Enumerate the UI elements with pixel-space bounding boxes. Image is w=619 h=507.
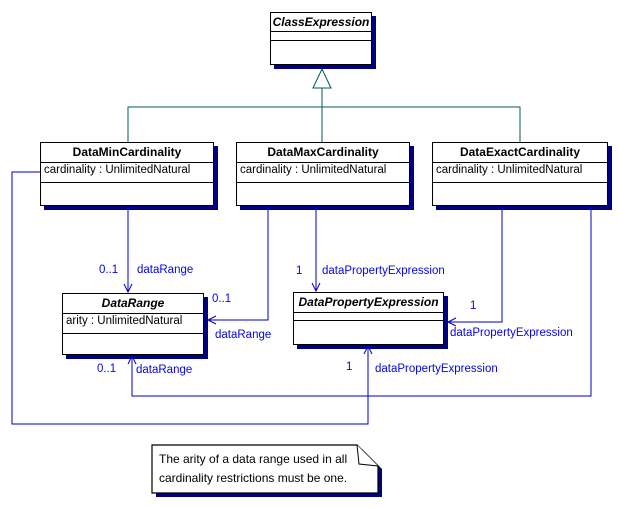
note-text-line: The arity of a data range used in all	[159, 452, 348, 466]
role-label: dataPropertyExpression	[322, 265, 445, 277]
open-arrowhead-icon	[311, 282, 321, 293]
multiplicity-label: 0..1	[99, 264, 119, 276]
class-attributes: cardinality : UnlimitedNatural	[237, 163, 409, 183]
class-attributes: cardinality : UnlimitedNatural	[433, 163, 607, 183]
role-label: dataRange	[215, 329, 272, 341]
class-operations-empty	[271, 41, 371, 64]
class-title: DataPropertyExpression	[294, 293, 443, 313]
role-label: dataPropertyExpression	[375, 363, 498, 375]
class-operations-empty	[63, 334, 203, 354]
multiplicity-label: 0..1	[212, 293, 232, 305]
class-title: DataExactCardinality	[433, 143, 607, 163]
multiplicity-label: 0..1	[97, 363, 117, 375]
class-attributes-empty	[294, 313, 443, 321]
multiplicity-label: 1	[346, 361, 353, 373]
hollow-triangle-icon	[312, 67, 332, 89]
attribute-cardinality: cardinality : UnlimitedNatural	[240, 164, 387, 176]
association-max-to-dpe	[311, 206, 321, 293]
role-label: dataRange	[136, 364, 193, 376]
attribute-cardinality: cardinality : UnlimitedNatural	[44, 164, 191, 176]
open-arrowhead-icon	[446, 317, 457, 327]
class-attributes-empty	[271, 32, 371, 41]
folded-corner-icon	[356, 444, 379, 467]
class-datapropertyexpression: DataPropertyExpression	[293, 292, 444, 345]
class-datarange: DataRange arity : UnlimitedNatural	[62, 293, 204, 355]
class-title: DataMaxCardinality	[237, 143, 409, 163]
class-datamaxcardinality: DataMaxCardinality cardinality : Unlimit…	[236, 142, 410, 206]
class-operations-empty	[41, 183, 213, 205]
class-operations-empty	[433, 183, 607, 205]
class-title: ClassExpression	[271, 13, 371, 32]
class-title: DataRange	[63, 294, 203, 314]
note-text-line: cardinality restrictions must be one.	[159, 471, 348, 485]
attribute-cardinality: cardinality : UnlimitedNatural	[436, 164, 583, 176]
open-arrowhead-icon	[206, 315, 217, 325]
attribute-arity: arity : UnlimitedNatural	[66, 315, 183, 327]
open-arrowhead-icon	[363, 344, 373, 355]
association-min-to-datarange	[123, 206, 133, 294]
multiplicity-label: 1	[470, 300, 477, 312]
class-operations-empty	[294, 321, 443, 344]
class-operations-empty	[237, 183, 409, 205]
generalization-connector	[127, 67, 521, 142]
class-classexpression: ClassExpression	[270, 12, 372, 65]
open-arrowhead-icon	[127, 354, 137, 365]
role-label: dataRange	[137, 264, 194, 276]
role-label: dataPropertyExpression	[450, 327, 573, 339]
multiplicity-label: 1	[296, 265, 303, 277]
class-title: DataMinCardinality	[41, 143, 213, 163]
class-datamincardinality: DataMinCardinality cardinality : Unlimit…	[40, 142, 214, 206]
association-max-to-datarange	[206, 206, 269, 325]
open-arrowhead-icon	[123, 283, 133, 294]
class-dataexactcardinality: DataExactCardinality cardinality : Unlim…	[432, 142, 608, 206]
class-attributes: arity : UnlimitedNatural	[63, 314, 203, 334]
class-attributes: cardinality : UnlimitedNatural	[41, 163, 213, 183]
